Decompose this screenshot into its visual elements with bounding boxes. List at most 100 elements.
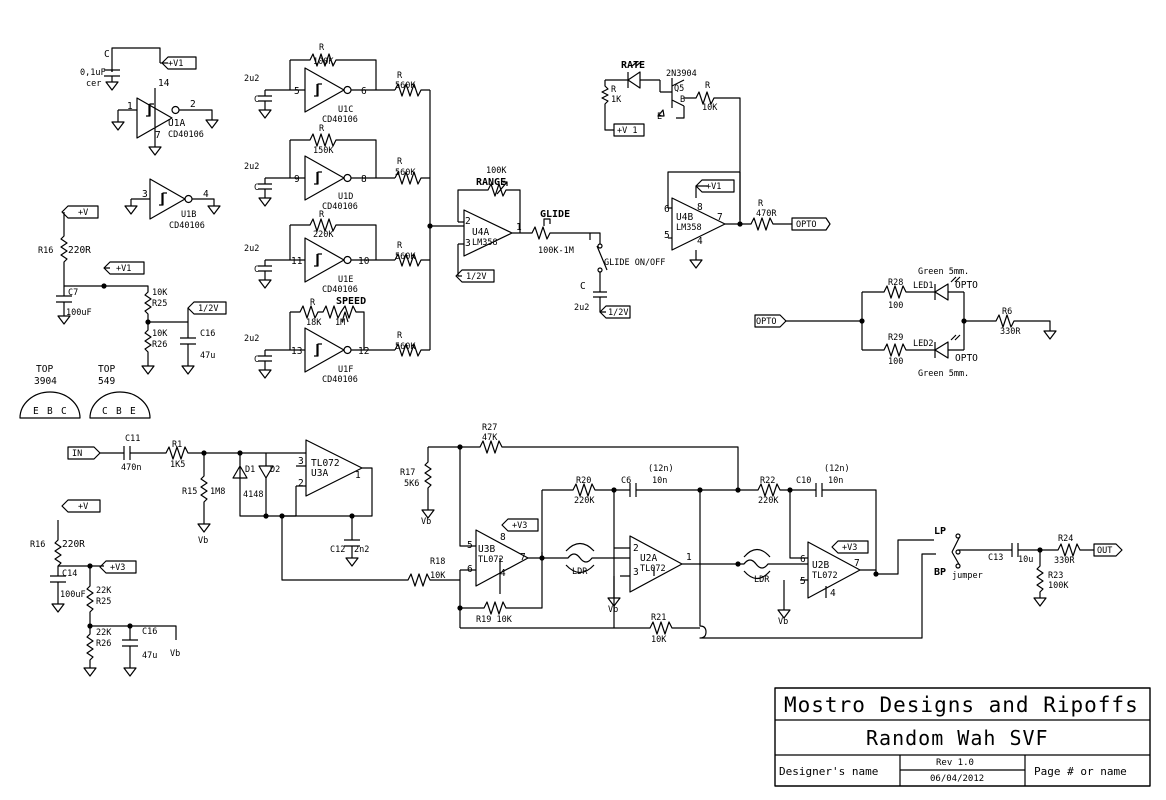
svg-text:E: E [33, 406, 39, 417]
svg-text:47u: 47u [200, 351, 215, 361]
svg-text:330R: 330R [1054, 556, 1075, 566]
pin-7: 7 [155, 130, 161, 141]
svg-text:C16: C16 [142, 627, 157, 637]
u1b-part: CD40106 [169, 221, 205, 231]
svg-text:U2A: U2A [640, 553, 657, 564]
svg-text:150K: 150K [313, 146, 334, 156]
svg-text:220R: 220R [68, 245, 91, 256]
svg-text:+V3: +V3 [110, 563, 125, 573]
svg-text:1K: 1K [611, 95, 622, 105]
svg-text:R18: R18 [430, 557, 445, 567]
svg-text:2: 2 [465, 216, 471, 227]
svg-text:8: 8 [361, 174, 367, 185]
project-title: Random Wah SVF [866, 726, 1049, 750]
svg-text:R23: R23 [1048, 571, 1063, 581]
svg-text:R24: R24 [1058, 534, 1073, 544]
u4b-opamp [667, 171, 792, 269]
svg-text:100uF: 100uF [60, 590, 86, 600]
u1b-name: U1B [181, 210, 196, 220]
svg-text:470R: 470R [756, 209, 777, 219]
svg-text:R27: R27 [482, 423, 497, 433]
svg-text:OUT: OUT [1097, 546, 1112, 556]
svg-text:U2B: U2B [812, 560, 829, 571]
svg-text:10n: 10n [828, 476, 843, 486]
svg-text:D1: D1 [245, 465, 255, 475]
u4b-labels: 6 5 8 7 4 U4B LM358 R 470R [664, 199, 777, 247]
led-labels: Green 5mm. R28 100 LED1 OPTO R29 100 LED… [888, 267, 1021, 379]
svg-text:(12n): (12n) [648, 464, 674, 474]
svg-text:+V1: +V1 [706, 182, 721, 192]
svg-text:560K: 560K [395, 252, 416, 262]
svg-text:TL072: TL072 [311, 458, 340, 469]
svg-text:+V 1: +V 1 [617, 126, 637, 136]
svg-text:2N3904: 2N3904 [666, 69, 697, 79]
svg-text:CD40106: CD40106 [322, 285, 358, 295]
svg-text:6: 6 [361, 86, 367, 97]
svg-text:TL072: TL072 [812, 571, 838, 581]
svg-text:8: 8 [500, 532, 506, 543]
svg-text:5: 5 [294, 86, 300, 97]
u1a-labels: C 0,1uF cer 14 1 2 U1A CD40106 7 3 4 U1B… [80, 49, 209, 231]
svg-text:3: 3 [465, 238, 471, 249]
supply1-labels: R16 220R C7 100uF 10K R25 10K R26 C16 47… [38, 245, 215, 361]
svg-text:SPEED: SPEED [336, 296, 366, 307]
svg-text:10K: 10K [651, 635, 667, 645]
svg-text:C: C [254, 95, 259, 105]
svg-text:100K: 100K [313, 57, 334, 67]
svg-text:+V: +V [78, 208, 88, 218]
cap-cer: cer [86, 79, 101, 89]
svg-text:100: 100 [888, 357, 903, 367]
svg-text:R17: R17 [400, 468, 415, 478]
supply-network-2 [50, 520, 177, 677]
svg-text:R: R [397, 331, 403, 341]
svg-text:+V1: +V1 [168, 59, 183, 69]
state-variable-filter [421, 440, 1094, 639]
svg-text:LDR: LDR [754, 575, 770, 585]
svg-text:B: B [116, 406, 122, 417]
svg-text:LP: LP [934, 526, 946, 537]
svg-text:C: C [254, 265, 259, 275]
rate-labels: RATE 2N3904 Q5 R 1K B R 10K E [611, 60, 718, 122]
svg-text:Vb: Vb [608, 605, 618, 615]
svg-text:1: 1 [355, 470, 361, 481]
svg-text:R22: R22 [760, 476, 775, 486]
svg-text:C12: C12 [330, 545, 345, 555]
svg-text:R29: R29 [888, 333, 903, 343]
svg-text:22K: 22K [96, 586, 112, 596]
svf-labels: R27 47K R17 5K6 Vb R20 220K C6 (12n) 10n… [400, 423, 1075, 645]
q5-rate-transistor [601, 61, 741, 220]
svg-text:LM358: LM358 [472, 238, 498, 248]
svg-text:549: 549 [98, 376, 115, 387]
svg-text:OPTO: OPTO [796, 220, 816, 230]
pin-4: 4 [203, 189, 209, 200]
svg-text:R15: R15 [182, 487, 197, 497]
svg-text:47u: 47u [142, 651, 157, 661]
svg-text:R: R [397, 241, 403, 251]
svg-text:U3A: U3A [311, 468, 328, 479]
svg-text:OPTO: OPTO [756, 317, 776, 327]
svg-text:9: 9 [294, 174, 300, 185]
svg-text:C11: C11 [125, 434, 140, 444]
svg-text:10K: 10K [702, 103, 718, 113]
svg-text:2: 2 [298, 478, 304, 489]
svg-text:Vb: Vb [198, 536, 208, 546]
svg-text:U1D: U1D [338, 192, 353, 202]
svg-text:LED2: LED2 [913, 339, 933, 349]
svg-text:U1E: U1E [338, 275, 353, 285]
svg-text:jumper: jumper [952, 571, 983, 581]
pin-14: 14 [158, 78, 170, 89]
svg-text:R: R [758, 199, 764, 209]
svg-text:C13: C13 [988, 553, 1003, 563]
svg-text:1/2V: 1/2V [608, 308, 628, 318]
svg-text:R: R [319, 210, 325, 220]
svg-text:RANGE: RANGE [476, 177, 506, 188]
svg-text:10K: 10K [430, 571, 446, 581]
svg-text:U3B: U3B [478, 544, 495, 555]
svg-text:10: 10 [358, 256, 370, 267]
svg-text:220K: 220K [313, 230, 334, 240]
svg-text:7: 7 [717, 212, 723, 223]
svg-text:CD40106: CD40106 [322, 375, 358, 385]
svg-text:7: 7 [520, 552, 526, 563]
title-block-text: Mostro Designs and Ripoffs Random Wah SV… [779, 693, 1138, 784]
supply-network-1 [56, 212, 196, 375]
